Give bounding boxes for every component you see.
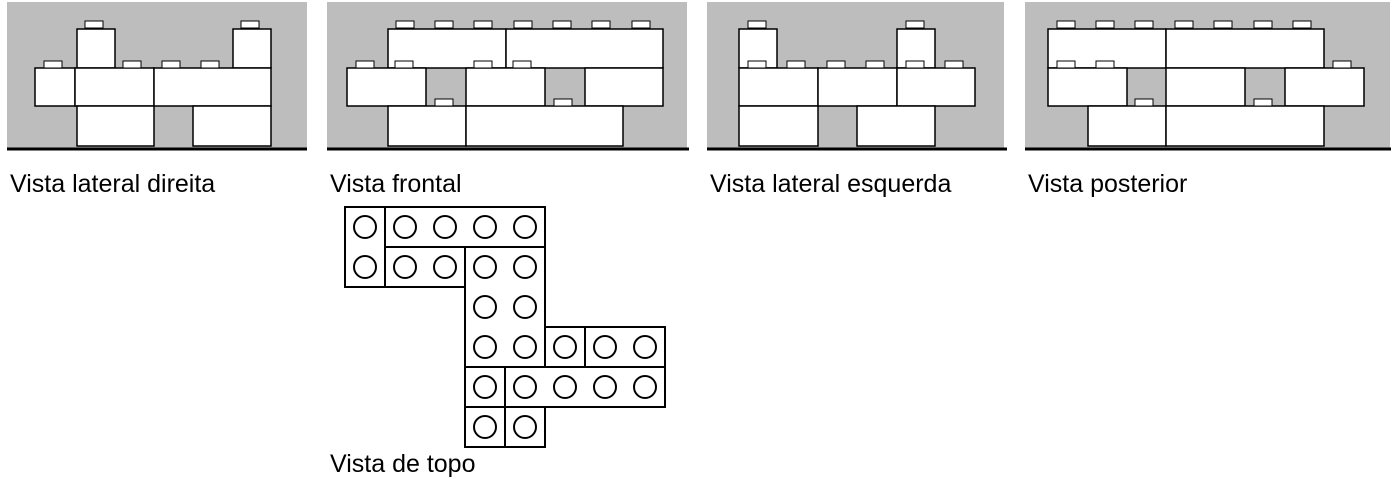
back-view-caption: Vista posterior [1028, 170, 1188, 198]
left-side-view [707, 2, 1007, 152]
right-side-view-caption: Vista lateral direita [10, 170, 216, 198]
right-side-view-drawing [7, 2, 307, 151]
back-view-drawing [1025, 2, 1391, 151]
top-view-drawing [344, 206, 666, 448]
back-view [1025, 2, 1397, 152]
left-side-view-drawing [707, 2, 1007, 151]
top-view-caption: Vista de topo [330, 450, 476, 478]
top-view [340, 202, 670, 452]
front-view-caption: Vista frontal [330, 170, 462, 198]
front-view-drawing [327, 2, 689, 151]
left-side-view-caption: Vista lateral esquerda [710, 170, 952, 198]
right-side-view [7, 2, 307, 152]
front-view [327, 2, 689, 152]
